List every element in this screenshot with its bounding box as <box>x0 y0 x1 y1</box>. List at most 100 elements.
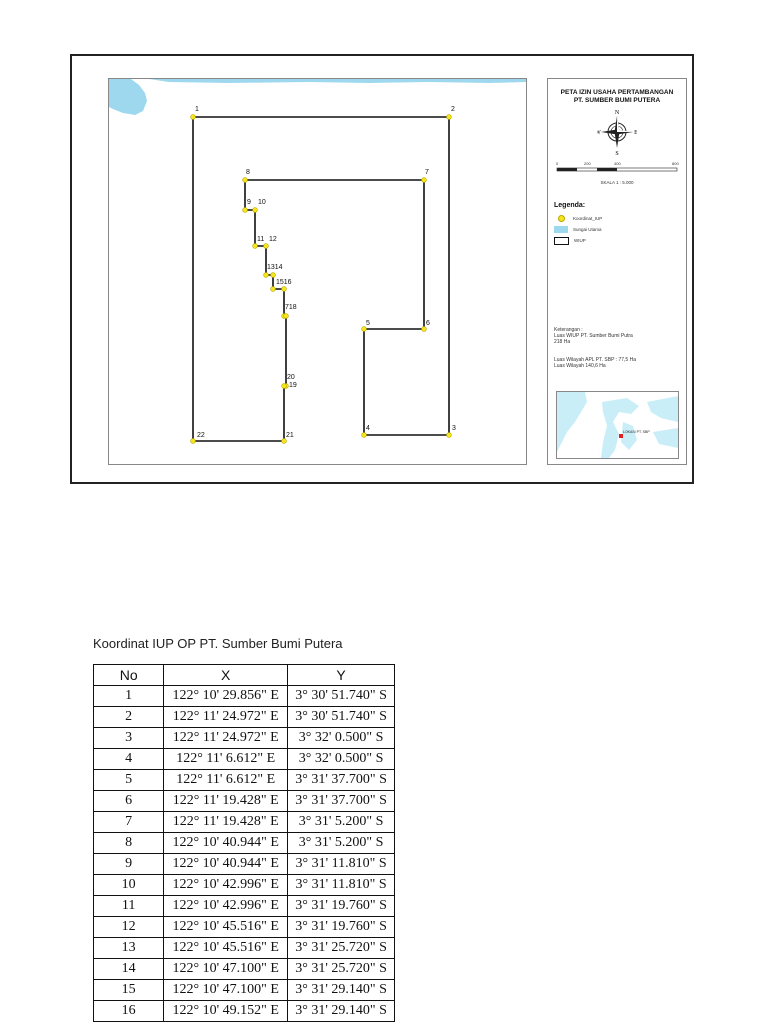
vertex-point <box>190 438 196 444</box>
column-header-x: X <box>163 664 289 686</box>
cell-y: 3° 30' 51.740" S <box>287 706 395 728</box>
compass-rose-icon: N S W E <box>597 110 637 156</box>
vertex-point <box>242 207 248 213</box>
inset-location-label: LOKASI PT. SBP <box>623 430 650 434</box>
boundary-swatch-icon <box>554 236 569 245</box>
cell-x: 122° 10' 49.152" E <box>163 1000 289 1022</box>
table-header-row: No X Y <box>92 664 395 686</box>
cell-no: 2 <box>92 706 165 728</box>
legend-item-coordinate: Koordinat_IUP <box>554 214 602 223</box>
compass-s: S <box>615 151 618 156</box>
vertex-point <box>283 313 289 319</box>
compass-e: E <box>634 130 637 136</box>
cell-no: 13 <box>92 937 165 959</box>
cell-x: 122° 10' 45.516" E <box>163 937 289 959</box>
cell-no: 16 <box>92 1000 165 1022</box>
location-marker <box>619 434 623 438</box>
cell-no: 1 <box>92 685 165 707</box>
cell-y: 3° 30' 51.740" S <box>287 685 395 707</box>
cell-x: 122° 11' 6.612" E <box>163 769 289 791</box>
vertex-label: 3 <box>452 425 456 432</box>
vertex-point <box>281 286 287 292</box>
vertex-label: 20 <box>287 374 295 381</box>
vertex-label: 1314 <box>267 264 283 271</box>
cell-x: 122° 10' 47.100" E <box>163 979 289 1001</box>
land-shape <box>601 398 639 458</box>
cell-no: 6 <box>92 790 165 812</box>
vertex-point <box>263 243 269 249</box>
scale-label: 800 <box>672 161 679 166</box>
vertex-point <box>281 438 287 444</box>
cell-no: 5 <box>92 769 165 791</box>
legend-item-label: WIUP <box>574 238 586 243</box>
cell-x: 122° 10' 40.944" E <box>163 832 289 854</box>
legend-item-wiup: WIUP <box>554 236 586 245</box>
cell-x: 122° 10' 40.944" E <box>163 853 289 875</box>
land-shape <box>557 392 587 452</box>
vertex-point <box>190 114 196 120</box>
column-header-no: No <box>92 664 165 686</box>
cell-x: 122° 11' 6.612" E <box>163 748 289 770</box>
vertex-label: 4 <box>366 425 370 432</box>
cell-y: 3° 31' 5.200" S <box>287 832 395 854</box>
cell-x: 122° 10' 42.996" E <box>163 874 289 896</box>
scale-text: SKALA 1 : 5.000 <box>600 180 634 185</box>
legend-heading: Legenda: <box>554 202 586 209</box>
scale-bar <box>556 167 678 172</box>
map-frame: 1 2 3 4 5 6 7 8 9 10 11 12 1314 1516 718… <box>70 54 694 484</box>
vertex-point <box>421 326 427 332</box>
notes-line: Luas Wilayah APL PT. SBP : 77,5 Ha <box>554 357 636 363</box>
vertex-point <box>361 326 367 332</box>
cell-x: 122° 11' 19.428" E <box>163 790 289 812</box>
vertex-label: 1 <box>195 106 199 113</box>
cell-x: 122° 10' 42.996" E <box>163 895 289 917</box>
vertex-label: 22 <box>197 432 205 439</box>
legend-item-river: Sungai Utama <box>554 225 602 234</box>
land-shape <box>647 396 678 422</box>
cell-no: 7 <box>92 811 165 833</box>
cell-x: 122° 10' 29.856" E <box>163 685 289 707</box>
cell-x: 122° 11' 19.428" E <box>163 811 289 833</box>
cell-y: 3° 31' 25.720" S <box>287 958 395 980</box>
cell-no: 3 <box>92 727 165 749</box>
river-shape <box>109 79 147 115</box>
vertex-label: 11 <box>257 236 265 243</box>
inset-map-drawing <box>557 392 678 458</box>
legend-panel: PETA IZIN USAHA PERTAMBANGAN PT. SUMBER … <box>547 78 687 465</box>
column-header-y: Y <box>287 664 395 686</box>
compass-w: W <box>597 130 601 136</box>
vertex-point <box>263 272 269 278</box>
river-shape-top <box>149 79 526 83</box>
cell-y: 3° 31' 37.700" S <box>287 769 395 791</box>
vertex-point <box>270 272 276 278</box>
map-panel: 1 2 3 4 5 6 7 8 9 10 11 12 1314 1516 718… <box>108 78 527 465</box>
compass-n: N <box>615 110 620 116</box>
map-title-line2: PT. SUMBER BUMI PUTERA <box>573 97 661 104</box>
inset-map: LOKASI PT. SBP <box>556 391 679 459</box>
vertex-label: 6 <box>426 320 430 327</box>
yellow-dot-icon <box>558 215 565 222</box>
vertex-point <box>446 114 452 120</box>
map-drawing <box>109 79 526 444</box>
cell-y: 3° 31' 19.760" S <box>287 916 395 938</box>
vertex-point <box>270 286 276 292</box>
notes-line: 218 Ha <box>554 339 571 345</box>
notes-block-area: Luas Wilayah APL PT. SBP : 77,5 Ha Luas … <box>554 357 636 369</box>
cell-no: 12 <box>92 916 165 938</box>
vertex-points <box>190 114 452 444</box>
cell-y: 3° 32' 0.500" S <box>287 727 395 749</box>
cell-no: 8 <box>92 832 165 854</box>
vertex-point <box>252 243 258 249</box>
cell-y: 3° 31' 19.760" S <box>287 895 395 917</box>
cell-y: 3° 31' 37.700" S <box>287 790 395 812</box>
